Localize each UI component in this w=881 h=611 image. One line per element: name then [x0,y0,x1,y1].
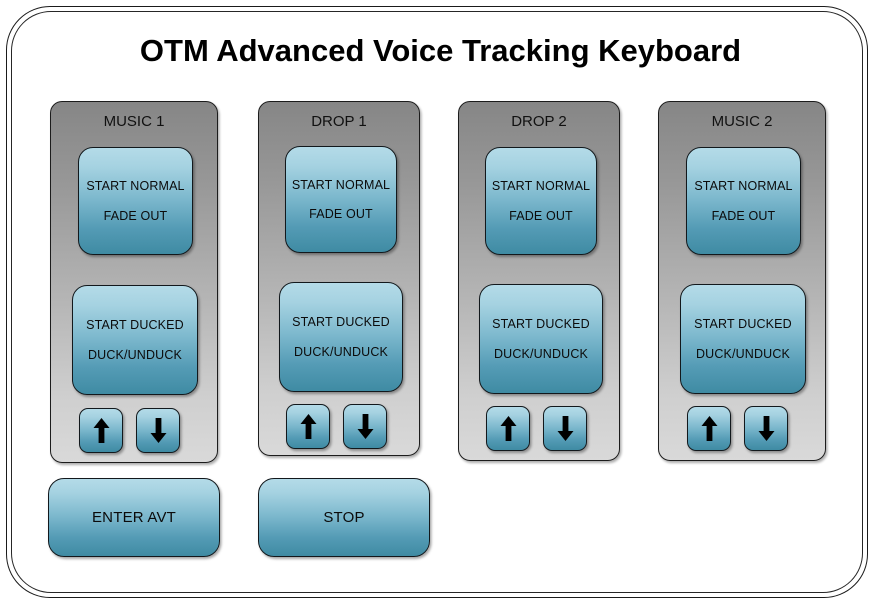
channel-title: DROP 2 [511,113,567,130]
start-ducked-duck-unduck-button[interactable]: START DUCKED DUCK/UNDUCK [279,282,403,392]
button-label-line2: FADE OUT [711,208,776,223]
move-down-button[interactable] [343,404,387,449]
button-label: ENTER AVT [91,509,177,526]
button-label-line2: DUCK/UNDUCK [87,347,182,362]
move-down-button[interactable] [744,406,788,451]
move-down-button[interactable] [136,408,180,453]
arrow-up-icon [701,416,718,441]
stop-button[interactable]: STOP [258,478,430,557]
move-up-button[interactable] [79,408,123,453]
start-ducked-duck-unduck-button[interactable]: START DUCKED DUCK/UNDUCK [680,284,806,394]
channel-title: MUSIC 2 [711,113,773,130]
arrow-button-row [486,406,587,451]
button-label-line2: DUCK/UNDUCK [493,346,588,361]
button-label-line1: START DUCKED [492,317,590,331]
arrow-down-icon [357,414,374,439]
arrow-down-icon [557,416,574,441]
button-label-line1: START DUCKED [694,317,792,331]
button-label-line2: DUCK/UNDUCK [695,346,790,361]
move-up-button[interactable] [486,406,530,451]
button-label-line1: START NORMAL [86,179,185,193]
button-label-line2: FADE OUT [509,208,573,223]
start-normal-fade-out-button[interactable]: START NORMAL FADE OUT [485,147,597,255]
page-title: OTM Advanced Voice Tracking Keyboard [139,33,742,68]
channel-title: MUSIC 1 [103,113,165,130]
move-up-button[interactable] [286,404,330,449]
start-normal-fade-out-button[interactable]: START NORMAL FADE OUT [78,147,193,255]
button-label-line2: DUCK/UNDUCK [293,344,388,359]
button-label-line1: START DUCKED [292,315,390,329]
button-label-line1: START NORMAL [291,177,391,192]
start-ducked-duck-unduck-button[interactable]: START DUCKED DUCK/UNDUCK [479,284,603,394]
button-label-line1: START DUCKED [86,318,184,332]
arrow-button-row [687,406,788,451]
arrow-up-icon [300,414,317,439]
button-label-line1: START NORMAL [694,179,793,193]
start-ducked-duck-unduck-button[interactable]: START DUCKED DUCK/UNDUCK [72,285,198,395]
channel-panel-drop-1: DROP 1 START NORMAL FADE OUT START DUCKE… [258,101,420,456]
arrow-up-icon [93,418,110,443]
arrow-button-row [79,408,180,453]
button-label-line2: FADE OUT [309,207,373,221]
start-normal-fade-out-button[interactable]: START NORMAL FADE OUT [686,147,801,255]
arrow-button-row [286,404,387,449]
channel-panel-music-2: MUSIC 2 START NORMAL FADE OUT START DUCK… [658,101,826,461]
arrow-down-icon [758,416,775,441]
enter-avt-button[interactable]: ENTER AVT [48,478,220,557]
arrow-up-icon [500,416,517,441]
move-down-button[interactable] [543,406,587,451]
button-label: STOP [323,509,365,526]
move-up-button[interactable] [687,406,731,451]
channel-panel-drop-2: DROP 2 START NORMAL FADE OUT START DUCKE… [458,101,620,461]
button-label-line2: FADE OUT [103,208,168,223]
start-normal-fade-out-button[interactable]: START NORMAL FADE OUT [285,146,397,253]
button-label-line1: START NORMAL [491,179,591,193]
arrow-down-icon [150,418,167,443]
channel-title: DROP 1 [311,113,367,130]
channel-panel-music-1: MUSIC 1 START NORMAL FADE OUT START DUCK… [50,101,218,463]
